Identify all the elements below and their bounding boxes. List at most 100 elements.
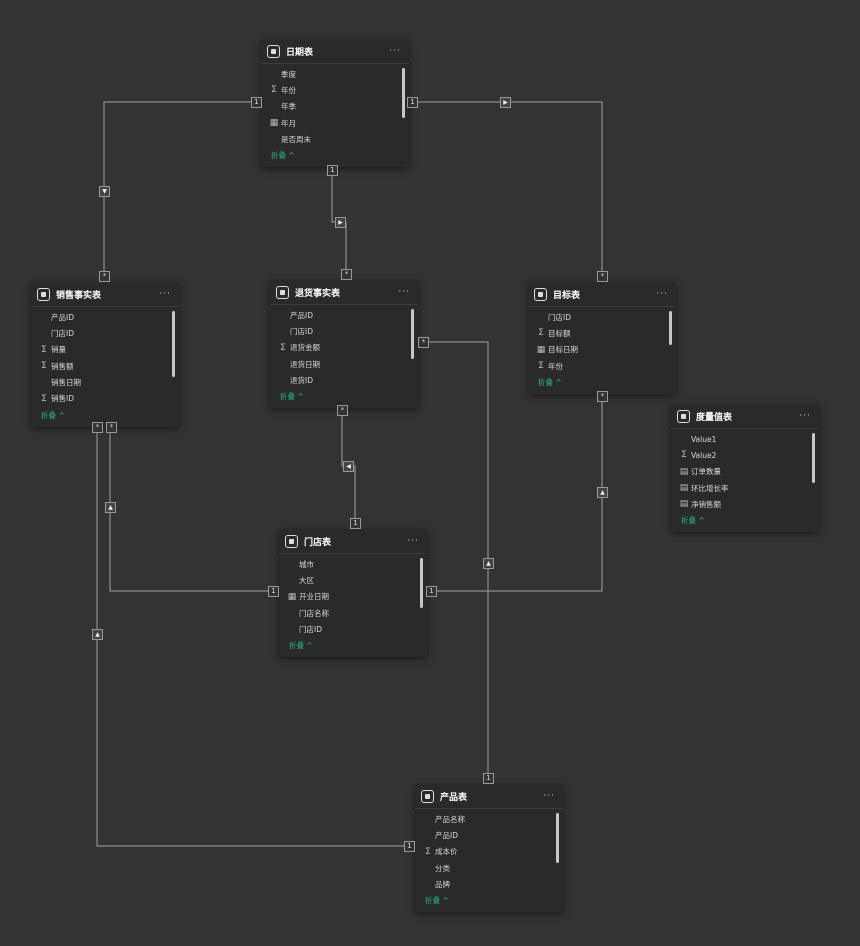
filter-direction-arrow-icon[interactable]: ◀ — [343, 461, 354, 472]
scrollbar[interactable] — [556, 813, 559, 863]
collapse-button[interactable]: 折叠 ^ — [681, 516, 705, 526]
field-item[interactable]: 门店ID — [279, 621, 427, 637]
field-item[interactable]: 退货ID — [270, 372, 418, 388]
filter-direction-arrow-icon[interactable]: ▼ — [99, 186, 110, 197]
filter-direction-arrow-icon[interactable]: ▲ — [483, 558, 494, 569]
field-item[interactable]: Value1 — [671, 431, 819, 447]
table-icon — [37, 287, 50, 301]
filter-direction-arrow-icon[interactable]: ▲ — [105, 502, 116, 513]
scrollbar[interactable] — [812, 433, 815, 483]
calendar-icon: ▦ — [536, 344, 546, 355]
field-label: 品牌 — [435, 879, 450, 889]
table-header[interactable]: 目标表··· — [528, 282, 676, 307]
scrollbar[interactable] — [420, 558, 423, 608]
field-item[interactable]: 城市 — [279, 556, 427, 572]
field-item[interactable]: 品牌 — [415, 876, 563, 892]
scrollbar[interactable] — [172, 311, 175, 377]
more-options-button[interactable]: ··· — [543, 791, 555, 801]
field-item[interactable]: ▦开业日期 — [279, 589, 427, 605]
collapse-button[interactable]: 折叠 ^ — [280, 392, 304, 402]
sigma-icon: Σ — [538, 361, 544, 372]
filter-direction-arrow-icon[interactable]: ▲ — [597, 487, 608, 498]
calculator-icon: ▤ — [679, 499, 689, 510]
field-item[interactable]: Σ 年份 — [528, 358, 676, 374]
collapse-button[interactable]: 折叠 ^ — [41, 410, 65, 420]
collapse-button[interactable]: 折叠 ^ — [271, 151, 295, 161]
table-header[interactable]: 产品表··· — [415, 784, 563, 809]
field-label: 产品ID — [51, 312, 74, 322]
field-item[interactable]: ▦目标日期 — [528, 342, 676, 358]
field-item[interactable]: ▤环比增长率 — [671, 480, 819, 496]
field-item[interactable]: 销售日期 — [31, 374, 179, 390]
more-options-button[interactable]: ··· — [656, 289, 668, 299]
more-options-button[interactable]: ··· — [799, 411, 811, 421]
table-header[interactable]: 销售事实表 ··· — [31, 282, 179, 307]
field-label: 年份 — [281, 85, 296, 95]
table-header[interactable]: 门店表··· — [279, 529, 427, 554]
scrollbar[interactable] — [402, 68, 405, 118]
rel-line-product-returns — [423, 341, 489, 778]
field-label: 年月 — [281, 118, 296, 128]
field-item[interactable]: 门店ID — [270, 323, 418, 339]
more-options-button[interactable]: ··· — [398, 287, 410, 297]
scrollbar[interactable] — [411, 309, 414, 359]
filter-direction-arrow-icon[interactable]: ▲ — [92, 629, 103, 640]
field-item[interactable]: 产品ID — [270, 307, 418, 323]
field-item[interactable]: 是否周末 — [261, 131, 409, 147]
more-options-button[interactable]: ··· — [407, 536, 419, 546]
collapse-button[interactable]: 折叠 ^ — [425, 896, 449, 906]
collapse-button[interactable]: 折叠 ^ — [289, 641, 313, 651]
field-item[interactable]: 季度 — [261, 66, 409, 82]
calendar-icon: ▦ — [269, 118, 279, 129]
field-item[interactable]: ▤净销售额 — [671, 496, 819, 512]
field-item[interactable]: ▦年月 — [261, 115, 409, 131]
collapse-button[interactable]: 折叠 ^ — [538, 378, 562, 388]
field-item[interactable]: 产品ID — [415, 827, 563, 843]
field-item[interactable]: 产品ID — [31, 309, 179, 325]
table-title: 销售事实表 — [56, 290, 102, 301]
scrollbar[interactable] — [669, 311, 672, 345]
field-label: 门店名称 — [299, 608, 329, 618]
field-label: 产品ID — [290, 310, 313, 320]
more-options-button[interactable]: ··· — [159, 289, 171, 299]
field-item[interactable]: 门店ID — [528, 309, 676, 325]
filter-direction-arrow-icon[interactable]: ▶ — [335, 217, 346, 228]
field-label: 开业日期 — [299, 592, 329, 602]
field-item[interactable]: 年季 — [261, 99, 409, 115]
table-header[interactable]: 日期表··· — [261, 39, 409, 64]
table-header[interactable]: 退货事实表··· — [270, 280, 418, 305]
field-label: 销售ID — [51, 394, 74, 404]
field-label: 门店ID — [290, 326, 313, 336]
field-item[interactable]: 大区 — [279, 572, 427, 588]
field-label: 退货日期 — [290, 359, 320, 369]
filter-direction-arrow-icon[interactable]: ▶ — [500, 97, 511, 108]
field-item[interactable]: 退货日期 — [270, 356, 418, 372]
field-item[interactable]: 产品名称 — [415, 811, 563, 827]
rel-line-date-sales — [103, 101, 257, 276]
table-card-store[interactable]: 门店表··· 城市大区▦开业日期门店名称门店ID 折叠 ^ — [279, 529, 427, 658]
field-item[interactable]: 分类 — [415, 860, 563, 876]
sigma-icon: Σ — [41, 344, 47, 355]
field-label: 年份 — [548, 361, 563, 371]
field-item[interactable]: 门店名称 — [279, 605, 427, 621]
table-icon — [421, 789, 434, 803]
more-options-button[interactable]: ··· — [389, 46, 401, 56]
field-item[interactable]: ▤订单数量 — [671, 464, 819, 480]
table-header[interactable]: 度量值表··· — [671, 404, 819, 429]
field-item[interactable]: 门店ID — [31, 325, 179, 341]
